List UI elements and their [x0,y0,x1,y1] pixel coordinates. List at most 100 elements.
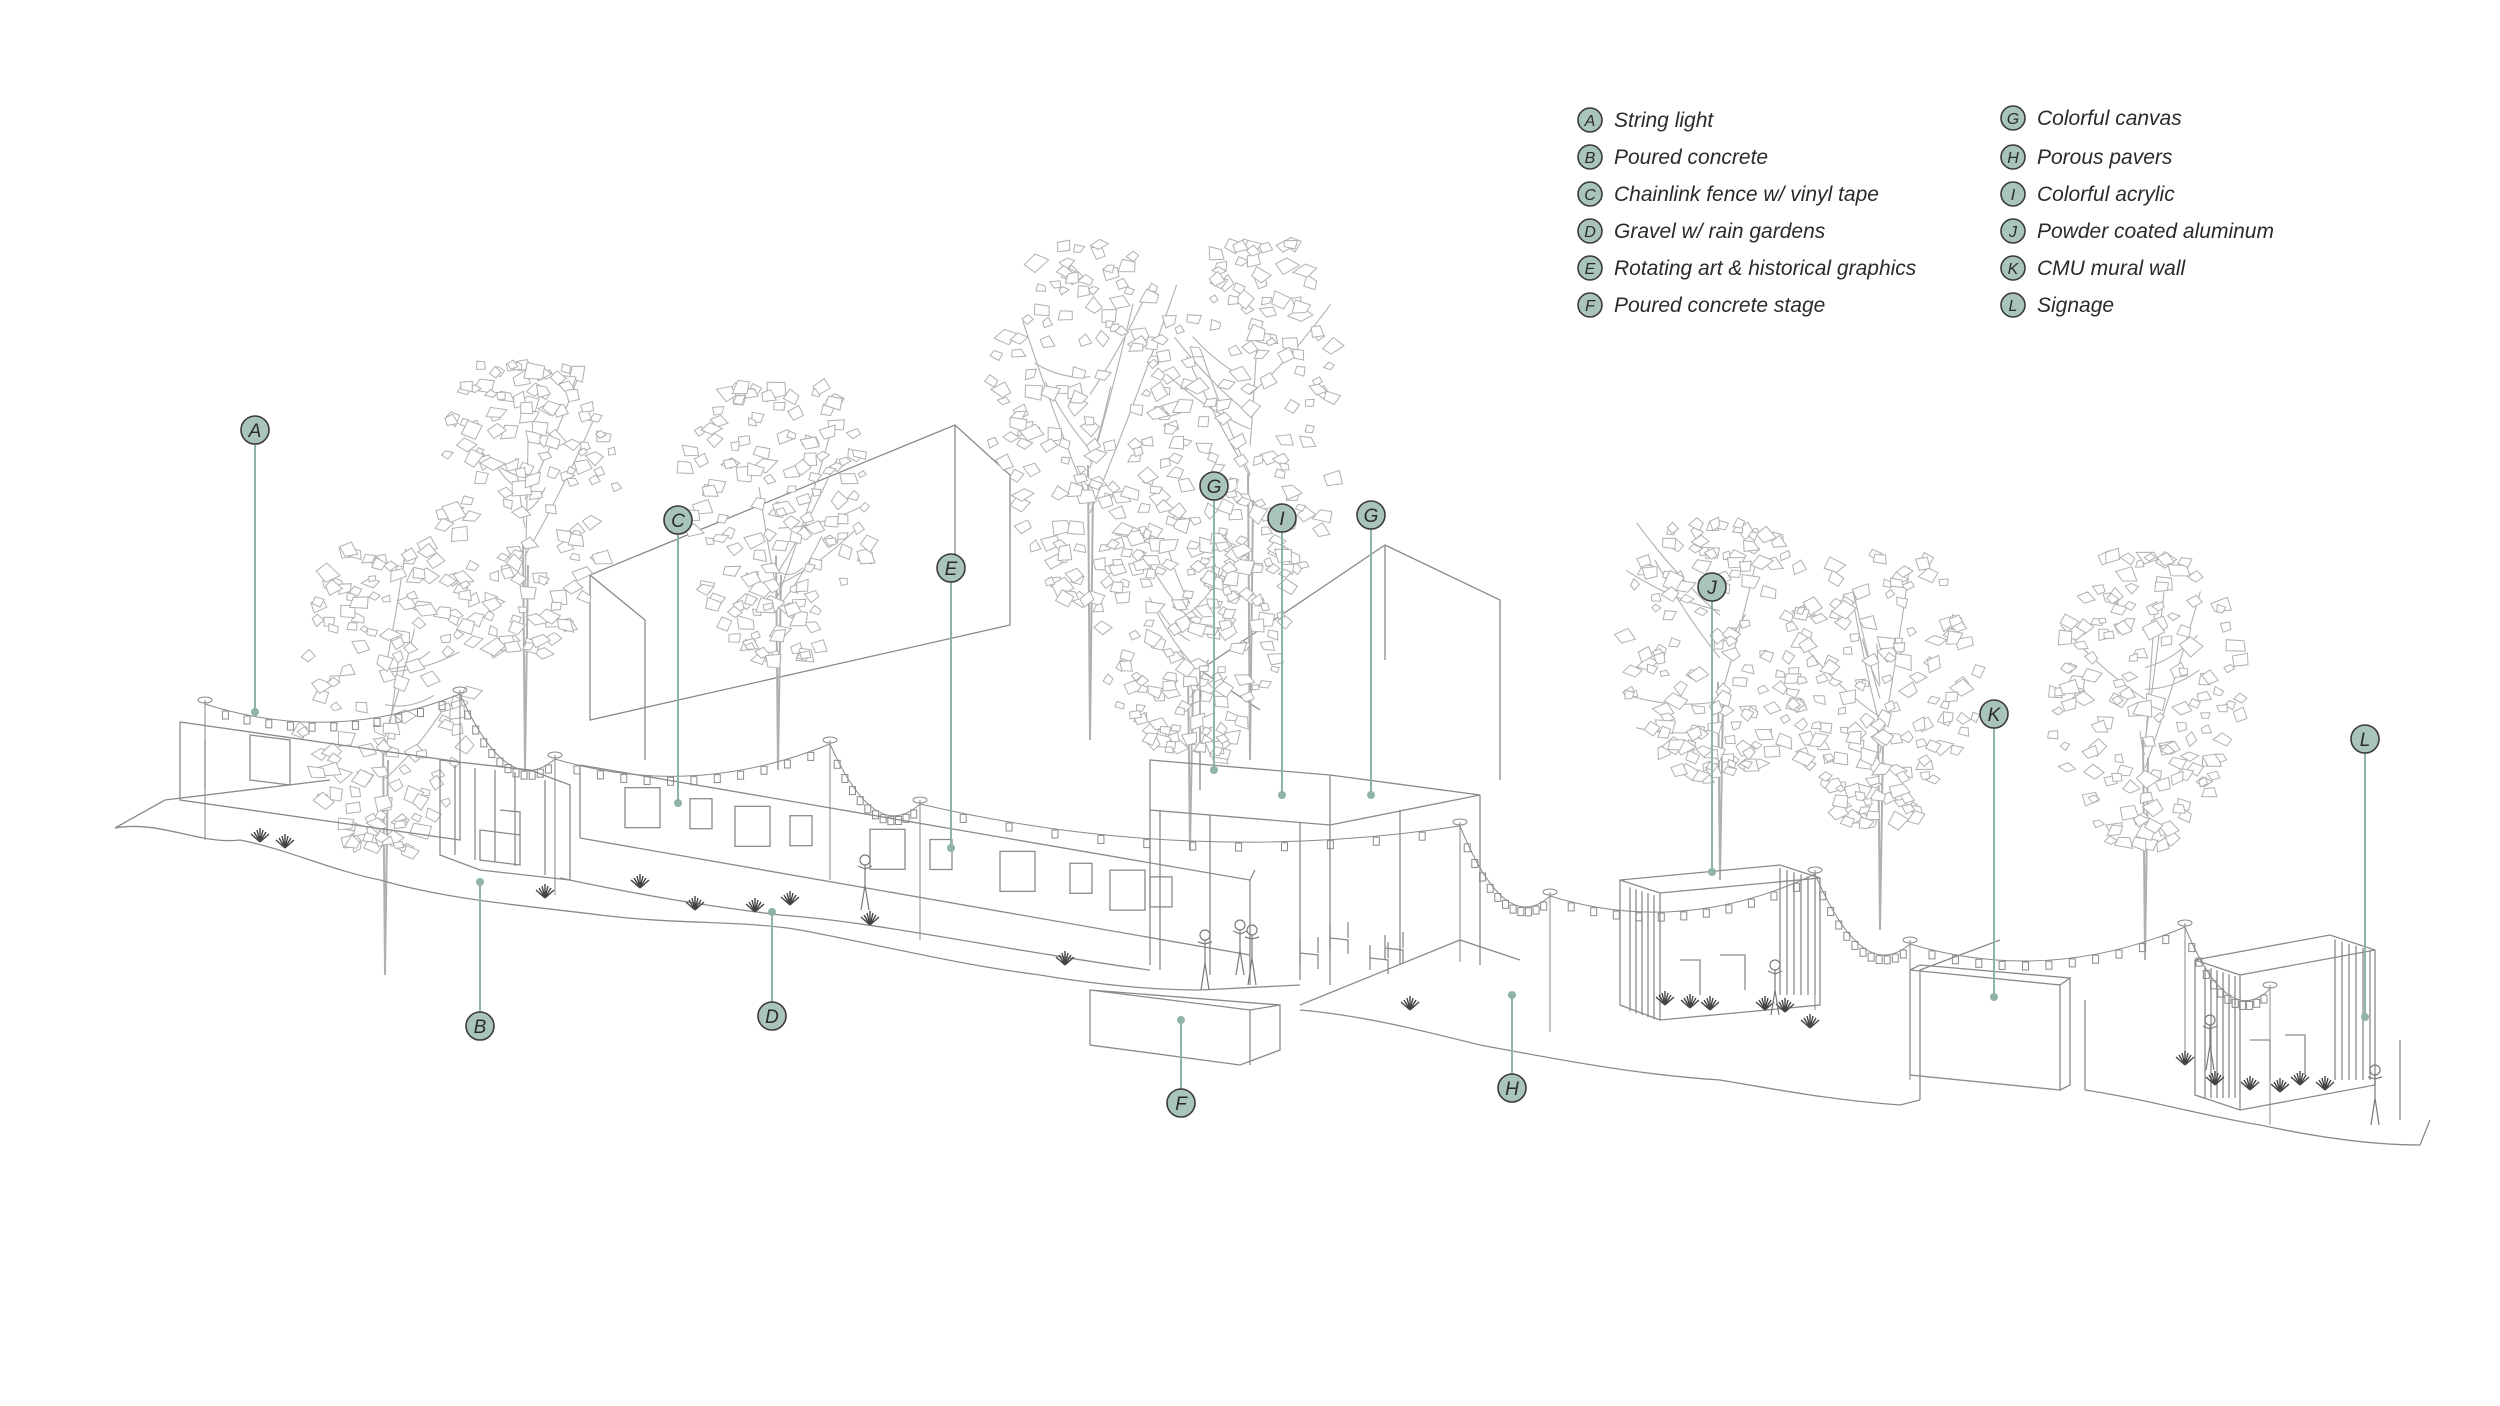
leaf [1083,416,1095,426]
person-head [1769,959,1781,971]
leaf [460,419,483,440]
leaf [824,395,843,411]
leaf [1651,603,1662,613]
concrete-stage [1089,989,1281,1066]
light-bulb [512,768,520,778]
leaf [1884,699,1896,713]
leaf [1668,637,1681,648]
leaf [1252,454,1264,467]
leaf [1853,681,1867,692]
leaf [1128,342,1144,352]
tree-branch [1876,643,1881,684]
leaf [1666,521,1680,534]
leaf [546,465,561,480]
leaf [1198,665,1210,673]
leaf [1168,435,1184,450]
leaf [485,406,508,418]
tree [1781,548,1986,931]
leaf [1849,632,1860,643]
light-bulb [667,776,674,786]
leaf [1685,725,1703,742]
leaf [1057,544,1073,562]
leaf [1129,404,1144,417]
site-edge-end [2084,1089,2431,1146]
leaf [1079,420,1101,438]
tree-branch [1189,565,1227,613]
leaf [1137,466,1160,485]
light-bulb [1524,907,1532,917]
leaf [2185,730,2198,748]
leaf [1192,742,1207,753]
legend-item: L Signage [2000,292,2114,318]
leaf [1919,770,1931,781]
light-bulb [1005,822,1013,832]
callout-letter: H [1505,1079,1519,1100]
leaf [810,639,828,654]
leaf [786,430,797,440]
plant [630,874,650,889]
leaf [744,593,758,606]
leaf [1896,596,1909,609]
leaf [1798,636,1818,654]
leaf [1296,561,1310,570]
callout-letter: C [671,511,685,532]
leaf [510,505,532,519]
leaf [1213,695,1229,709]
leaf [2225,639,2246,652]
light-bulb [2115,949,2123,959]
light-bulb [1567,902,1575,912]
light-bulb [1051,829,1059,839]
leaf [2216,703,2228,713]
callout-marker [936,553,966,583]
light-bulb [1928,950,1936,960]
light-bulb [690,776,698,786]
light-fixture [912,796,928,804]
leaf [489,569,500,583]
light-bulb [2188,943,2196,953]
leaf [1140,388,1152,398]
plant [1655,991,1675,1006]
leaf [1060,456,1071,465]
light-bulb [1509,904,1517,914]
leaf [1781,649,1796,665]
leaf [1303,273,1318,291]
leaf [1758,650,1775,663]
leaf [343,833,361,849]
leaf [1762,701,1782,715]
material-legend: A String light B Poured concrete C Chain… [1577,105,2274,318]
leaf [1636,554,1652,568]
light-bulb [1612,910,1620,920]
leaf [464,448,485,468]
leaf [1742,539,1761,552]
leaf [1663,692,1689,711]
leaf [417,542,438,559]
light-bulb [373,717,381,727]
person [2367,1064,2383,1126]
leaf [1724,734,1736,745]
leaf [1888,783,1911,799]
light-bulb [2224,994,2232,1004]
leaf [1024,384,1044,401]
leaf [1741,746,1756,761]
leaf [2119,552,2136,566]
leaf [573,459,593,476]
legend-label: Porous pavers [2037,146,2173,169]
leaf [1167,731,1180,743]
leaf [1261,526,1274,536]
light-bulb [2238,1000,2246,1010]
light-bulb [2195,957,2203,967]
leaf [1270,665,1281,674]
light-bulb [1891,953,1899,963]
leaf [370,766,389,778]
leaf [2090,719,2109,733]
light-bulb [864,804,872,814]
leaf [505,553,523,573]
leaf [1154,565,1167,576]
light-bulb [351,720,359,730]
callout-letter: D [765,1007,779,1028]
legend-label: Rotating art & historical graphics [1614,257,1917,280]
leaf [1018,423,1045,442]
leaf [2115,764,2134,777]
leaf [1040,385,1061,402]
leaf [1679,593,1695,604]
